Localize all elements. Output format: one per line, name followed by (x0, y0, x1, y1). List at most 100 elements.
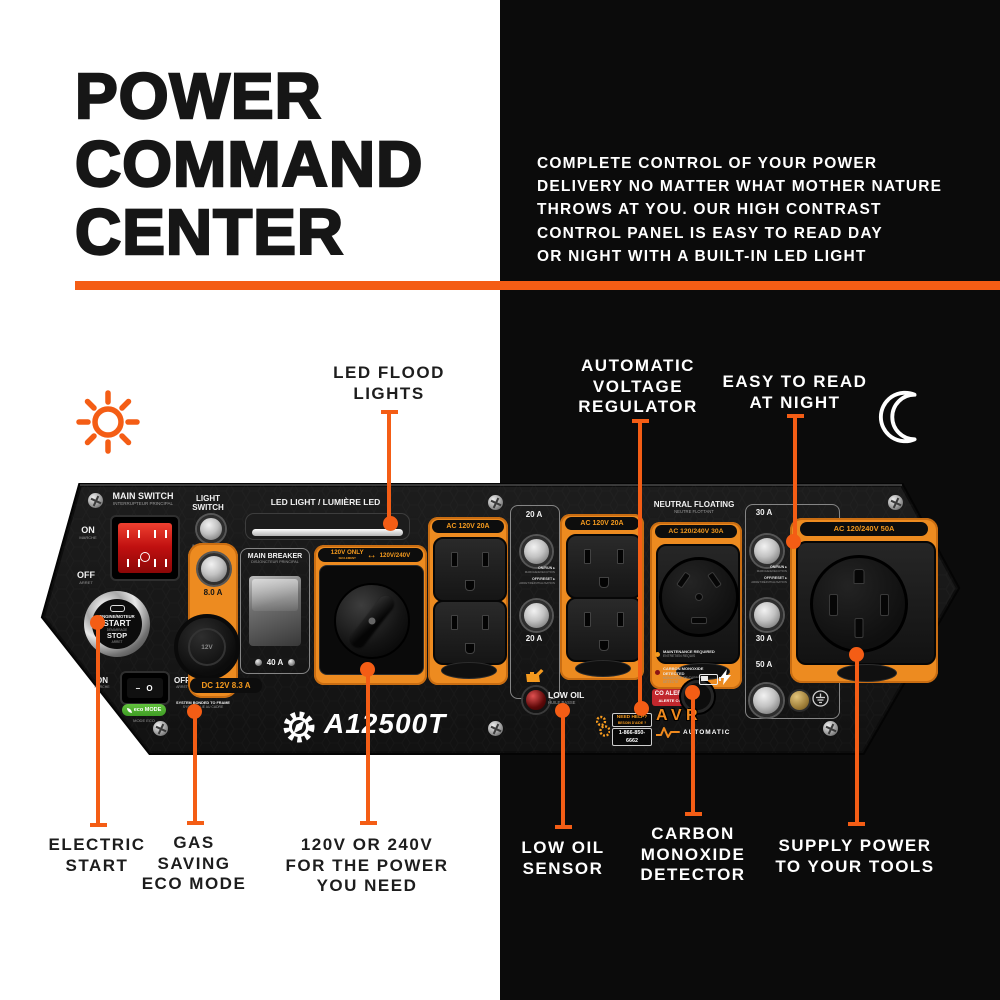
description-text: COMPLETE CONTROL OF YOUR POWER DELIVERY … (537, 155, 943, 265)
callout-low-oil-sensor: LOW OIL SENSOR (521, 838, 605, 878)
duplex-receptacle (566, 597, 642, 662)
callout-line-voltage (366, 670, 370, 821)
callout-cap (685, 812, 702, 816)
callout-line-eco (193, 712, 197, 821)
co-alert-badge: CO ALERT ALERTE CO (652, 689, 688, 706)
callout-dot (187, 704, 202, 719)
outlet-30a-label: AC 120/240V 30A (655, 525, 737, 538)
low-oil-lamp (523, 687, 549, 713)
callout-line-co (691, 693, 695, 812)
callout-cap (360, 821, 377, 825)
sun-icon (76, 390, 140, 454)
breaker-20a-button (521, 600, 552, 631)
callout-dot (360, 662, 375, 677)
duplex-receptacle (566, 534, 642, 599)
outlet-cover-tab (575, 660, 631, 677)
breaker-50a-label: 50 A (755, 660, 773, 669)
battery-icon (699, 674, 721, 685)
title-line: COMMAND (74, 128, 424, 200)
page-title: POWER COMMAND CENTER (74, 60, 424, 267)
callout-cap (848, 822, 865, 826)
eco-mode-badge: eco MODE (122, 704, 166, 716)
screw-icon (488, 721, 503, 736)
callout-line-led (387, 413, 391, 523)
terminal-screw-icon (288, 659, 296, 666)
callout-line-lowoil (561, 711, 565, 825)
callout-dot (786, 534, 801, 549)
breaker-20a-top-label: 20 A (525, 510, 543, 519)
main-switch-off-label: OFF ARRET (77, 570, 95, 585)
callout-easy-to-read-at-night: EASY TO READ AT NIGHT (722, 372, 868, 412)
duplex-receptacle (433, 537, 507, 602)
callout-electric-start: ELECTRIC START (48, 835, 146, 875)
gear-logo-icon (283, 711, 315, 743)
breaker-20a-bottom-label: 20 A (525, 634, 543, 643)
dc-breaker-amps: 8.0 A (203, 588, 223, 597)
gears-icon (596, 715, 610, 737)
screw-icon (153, 721, 168, 736)
outlet-50a-face (810, 555, 908, 653)
screw-icon (88, 493, 103, 508)
callout-cap (555, 825, 572, 829)
lightning-bolt-icon (720, 669, 731, 685)
callout-dot (685, 685, 700, 700)
bonded-note: SYSTEM BONDED TO FRAME SYSTÈME LIÉ AU CA… (176, 701, 230, 709)
start-indicator (109, 604, 125, 612)
oil-can-icon (526, 669, 544, 682)
maintenance-led (655, 652, 660, 657)
light-switch-button (197, 515, 225, 543)
callout-dot (383, 516, 398, 531)
dc-output-label: DC 12V 8.3 A (190, 678, 262, 693)
breaker-state-labels: ON/RUN MARCHE/EXECUTION OFF/RESET ARRET/… (511, 566, 555, 588)
breaker-state-labels: ON/RUN MARCHE/EXECUTION OFF/RESET ARRET/… (741, 565, 787, 587)
callout-supply-power-to-tools: SUPPLY POWER TO YOUR TOOLS (775, 836, 935, 876)
callout-gas-saving-eco-mode: GAS SAVING ECO MODE (141, 833, 247, 893)
co-detected-led (655, 670, 660, 675)
generator-control-panel: MAIN SWITCH INTERRUPTEUR PRINCIPAL ON MA… (38, 477, 962, 769)
screw-icon (888, 495, 903, 510)
duplex-receptacle (433, 600, 507, 665)
sine-wave-icon (656, 727, 680, 738)
title-line: POWER (74, 60, 322, 132)
outlet-120v-20a-1-label: AC 120V 20A (432, 520, 504, 533)
outlet-cover-tab (837, 664, 897, 682)
led-light-bar (245, 513, 410, 540)
main-switch-on-label: ON MARCHE (79, 525, 97, 540)
callout-dot (634, 701, 649, 716)
twistlock-face (659, 557, 739, 637)
neutral-floating-label: NEUTRAL FLOATING NEUTRE FLOTTANT (653, 500, 735, 514)
main-breaker-box: MAIN BREAKER DISJONCTEUR PRINCIPAL 40 A (240, 548, 310, 674)
breaker-20a-button (521, 536, 552, 567)
outlet-50a-label: AC 120/240V 50A (800, 522, 928, 536)
outlet-cover-tab (441, 662, 497, 679)
callout-cap (632, 419, 649, 423)
need-help-badge: NEED HELP? BESOIN D'AIDE ? 1-866-850-666… (596, 713, 652, 747)
callout-line-avr (638, 422, 642, 709)
co-detected-label: CARBON MONOXIDE DETECTED MONOXYDE DE CAR… (663, 666, 705, 684)
main-switch-label: MAIN SWITCH INTERRUPTEUR PRINCIPAL (112, 491, 174, 506)
avr-logo: AVR AUTOMATIC (656, 707, 736, 739)
dc-12v-socket: 12V (174, 614, 240, 680)
double-arrow-icon: ↔ (366, 549, 377, 561)
breaker-50a-button (750, 684, 783, 717)
callout-dot (555, 703, 570, 718)
low-oil-label: LOW OIL HUILE BASSE (548, 690, 585, 705)
model-number: A12500T (324, 708, 447, 739)
callout-cap (90, 823, 107, 827)
callout-carbon-monoxide-detector: CARBON MONOXIDE DETECTOR (640, 824, 746, 884)
callout-120v-or-240v: 120V OR 240V FOR THE POWER YOU NEED (285, 835, 449, 895)
led-light-label: LED LIGHT / LUMIÈRE LED (270, 497, 381, 507)
eco-mode-fr-label: MODE ECO (133, 718, 155, 723)
breaker-30a-button (751, 599, 783, 631)
ground-lug (788, 689, 811, 712)
earth-ground-icon (812, 690, 829, 707)
terminal-screw-icon (254, 659, 262, 666)
eco-on-label: ON MARCHE (94, 676, 110, 689)
callout-cap (787, 414, 804, 418)
breaker-30a-button (751, 535, 783, 567)
outlet-120v-20a-2-label: AC 120V 20A (565, 517, 639, 530)
screw-icon (823, 721, 838, 736)
divider-line (75, 281, 1000, 290)
eco-off-label: OFF ARRET (174, 676, 190, 689)
